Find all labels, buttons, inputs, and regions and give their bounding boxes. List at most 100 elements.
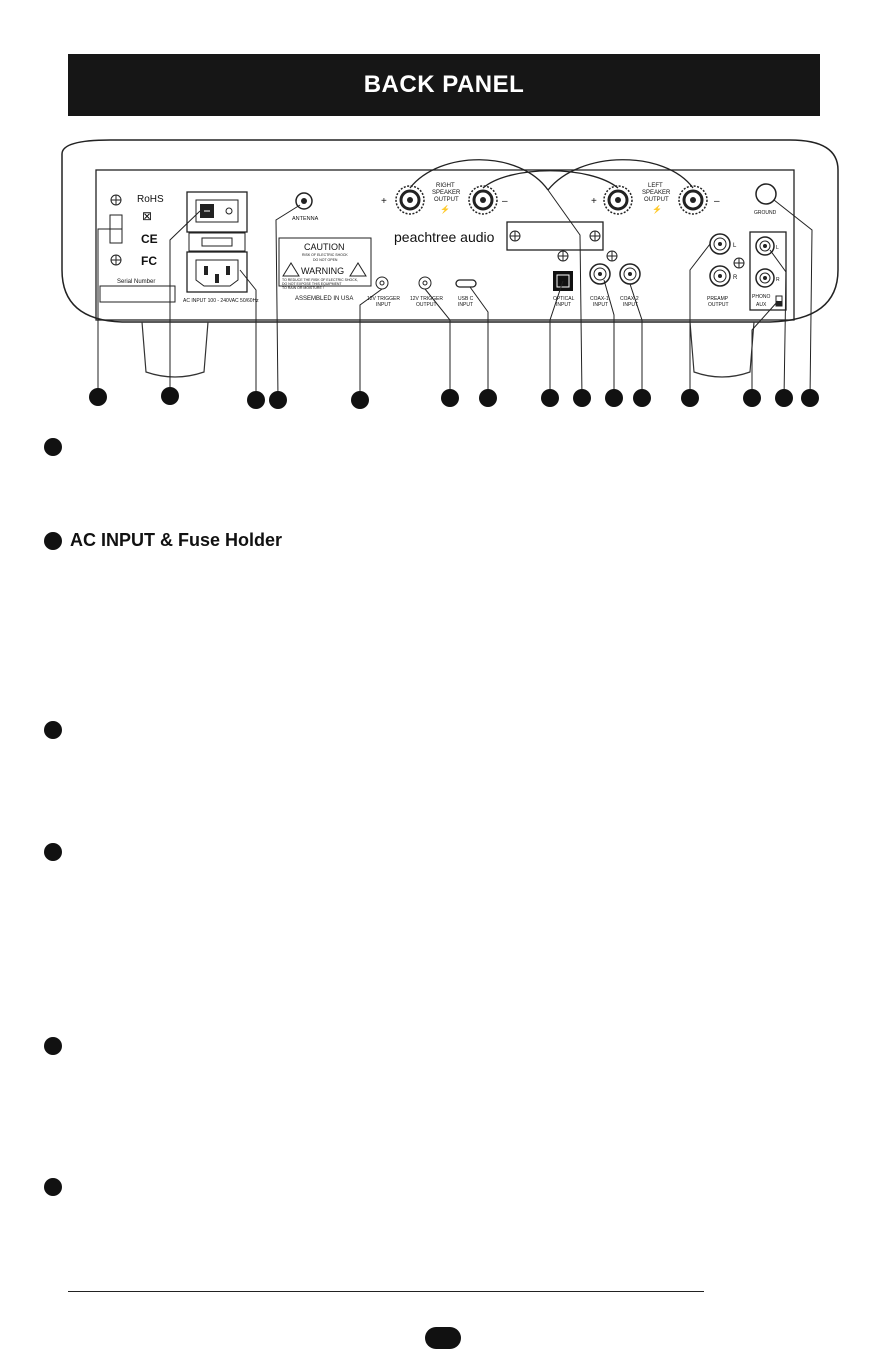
preamp-output-left-jack[interactable] (709, 233, 731, 255)
power-switch[interactable] (195, 199, 239, 223)
left-speaker-plus-post[interactable] (603, 185, 633, 215)
coax2-input-jack[interactable] (619, 263, 641, 285)
section-bullet (44, 721, 62, 739)
speaker-link-arc (547, 159, 694, 191)
phono-left-jack[interactable] (755, 236, 775, 256)
ac-input-label: AC INPUT 100 - 240VAC 50/60Hz (183, 298, 259, 304)
speaker-link-arc (482, 170, 619, 189)
rohs-label: RoHS (137, 194, 164, 205)
left-speaker-minus-post[interactable] (678, 185, 708, 215)
callout-dot (89, 388, 107, 406)
trigger-input-label: 12V TRIGGER (367, 296, 400, 302)
expansion-plate (506, 221, 604, 251)
serial-box (99, 285, 176, 303)
trigger-input-label: INPUT (376, 302, 391, 308)
fuse-holder[interactable] (188, 232, 246, 252)
antenna-connector[interactable] (295, 192, 313, 210)
footer-rule (68, 1291, 704, 1292)
callout-dot (541, 389, 559, 407)
usb-label: USB C (458, 296, 474, 302)
screw-icon (733, 257, 745, 269)
callout-dot (633, 389, 651, 407)
warning-text2: DO NOT EXPOSE THIS EQUIPMENT (282, 282, 342, 286)
trigger-output-jack[interactable] (418, 276, 432, 290)
caution-sub1: RISK OF ELECTRIC SHOCK (302, 253, 348, 257)
callout-dot (681, 389, 699, 407)
right-speaker-plus-post[interactable] (395, 185, 425, 215)
minus-sign: – (502, 196, 508, 207)
trigger-output-label: 12V TRIGGER (410, 296, 443, 302)
right-speaker-minus-post[interactable] (468, 185, 498, 215)
trigger-output-label: OUTPUT (416, 302, 437, 308)
ac-inlet[interactable] (186, 251, 248, 293)
trigger-input-jack[interactable] (375, 276, 389, 290)
section-bullet (44, 1037, 62, 1055)
leader-line (469, 286, 489, 398)
usb-c-port[interactable] (455, 279, 477, 288)
plus-sign: + (591, 196, 597, 207)
screw-icon (557, 250, 569, 262)
back-panel-diagram: RoHS ⊠ CE FC Serial Number AC INPUT 100 … (61, 139, 839, 409)
assembled-label: ASSEMBLED IN USA (295, 296, 353, 302)
section-bullet (44, 1178, 62, 1196)
left-speaker-label: LEFT (648, 183, 663, 189)
callout-dot (441, 389, 459, 407)
leader-line (424, 288, 451, 398)
leader-line (603, 279, 615, 398)
lightning-icon: ⚡ (440, 204, 450, 214)
leader-line (359, 288, 383, 398)
screw-icon (606, 250, 618, 262)
channel-r-label: R (776, 277, 780, 283)
phono-right-jack[interactable] (755, 268, 775, 288)
coax2-label: INPUT (623, 302, 638, 308)
weee-icon: ⊠ (142, 209, 152, 223)
speaker-link-arc (409, 159, 549, 191)
leader-line (769, 249, 787, 399)
coax1-label: INPUT (593, 302, 608, 308)
ground-terminal[interactable] (755, 183, 777, 205)
leader-line (549, 280, 564, 398)
warning-title: WARNING (301, 266, 344, 276)
coax2-label: COAX-2 (620, 296, 639, 302)
callout-dot (351, 391, 369, 409)
coax1-label: COAX-1 (590, 296, 609, 302)
phono-label: PHONO (752, 294, 770, 300)
leader-line (751, 300, 779, 398)
aux-label: AUX (756, 302, 767, 308)
optical-label: INPUT (556, 302, 571, 308)
right-speaker-label: OUTPUT (434, 197, 459, 203)
channel-l-label: L (776, 245, 779, 251)
caution-title: CAUTION (304, 242, 345, 252)
callout-dot (743, 389, 761, 407)
leader-line (239, 269, 257, 398)
callout-dot (161, 387, 179, 405)
right-speaker-label: RIGHT (436, 183, 455, 189)
caution-sub2: DO NOT OPEN (313, 258, 338, 262)
callout-dot (247, 391, 265, 409)
usb-label: INPUT (458, 302, 473, 308)
screw-icon (509, 230, 521, 242)
callout-dot (775, 389, 793, 407)
leader-line (97, 228, 116, 390)
callout-dot (573, 389, 591, 407)
antenna-label: ANTENNA (292, 216, 319, 222)
left-foot (141, 321, 209, 378)
phono-aux-box (749, 231, 787, 311)
left-speaker-label: OUTPUT (644, 197, 669, 203)
optical-label: OPTICAL (553, 296, 575, 302)
fcc-mark: FC (141, 254, 157, 268)
warning-text1: TO REDUCE THE RISK OF ELECTRIC SHOCK, (282, 278, 358, 282)
lightning-icon: ⚡ (652, 204, 662, 214)
channel-l-label: L (733, 243, 737, 249)
caution-label (278, 237, 372, 287)
preamp-output-right-jack[interactable] (709, 265, 731, 287)
right-foot (689, 321, 755, 378)
section-bullet (44, 438, 62, 456)
screw-icon (110, 194, 122, 206)
callout-dot (605, 389, 623, 407)
preamp-label: OUTPUT (708, 302, 729, 308)
right-speaker-label: SPEAKER (432, 190, 461, 196)
screw-icon (110, 254, 122, 266)
leader-line (773, 199, 813, 399)
coax1-input-jack[interactable] (589, 263, 611, 285)
